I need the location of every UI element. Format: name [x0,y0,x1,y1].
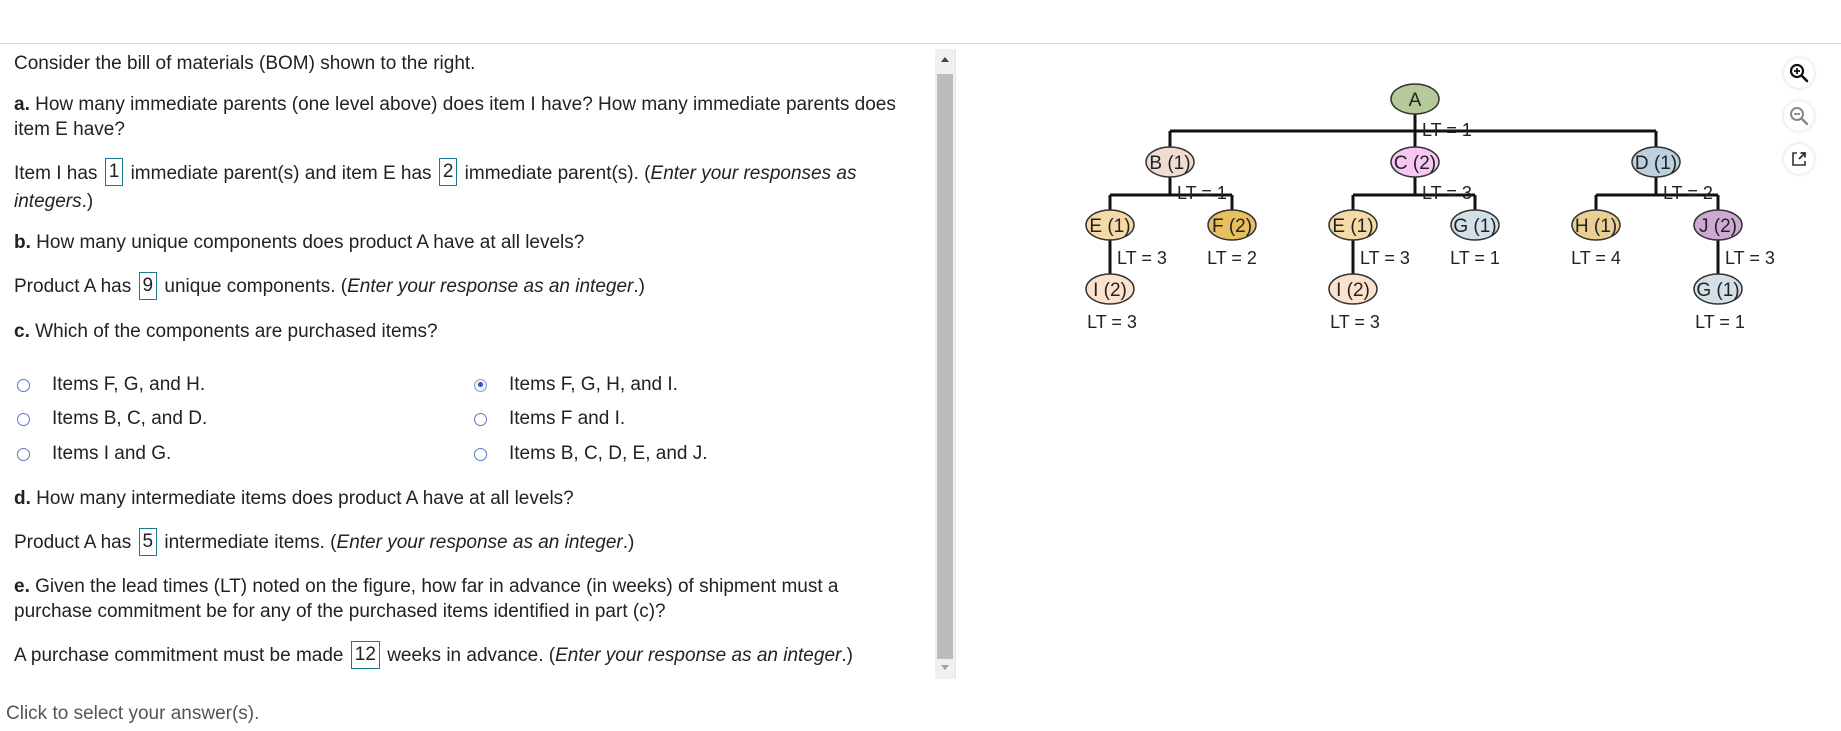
part-d-label: d. [14,488,31,509]
scroll-down-arrow-icon[interactable] [935,659,955,679]
radio-icon[interactable] [17,412,30,426]
bom-node-g-under-j: G (1) [1693,273,1743,305]
zoom-out-icon [1790,107,1809,126]
lt-label-j: LT = 3 [1725,248,1775,268]
radio-icon[interactable] [474,412,487,426]
svg-text:I (2): I (2) [1336,280,1370,301]
lt-label-c: LT = 3 [1422,183,1472,203]
option-f-g-h[interactable]: Items F, G, and H. [17,374,205,396]
zoom-in-button[interactable] [1784,58,1814,88]
bom-node-b: B (1) [1145,146,1195,178]
bom-diagram: A B (1) C (2) D (1) E (1) F (2) [1060,70,1780,360]
option-f-i[interactable]: Items F and I. [474,408,625,430]
item-i-parents-input[interactable]: 1 [104,158,124,186]
svg-text:A: A [1409,90,1422,111]
bom-node-j: J (2) [1693,209,1743,241]
part-e-answer: A purchase commitment must be made 12 we… [14,641,914,669]
lt-label-g-under-j: LT = 1 [1695,312,1745,332]
question-scrollbar[interactable] [935,49,956,679]
scrollbar-thumb[interactable] [937,74,953,659]
part-e-label: e. [14,576,30,597]
svg-text:E (1): E (1) [1332,216,1373,237]
part-c-prompt: c. Which of the components are purchased… [14,321,438,342]
part-d-prompt: d. How many intermediate items does prod… [14,488,574,509]
unique-components-input[interactable]: 9 [138,272,158,300]
svg-text:J (2): J (2) [1699,216,1737,237]
part-a-answer: Item I has 1 immediate parent(s) and ite… [14,158,914,216]
zoom-in-icon [1789,63,1809,83]
lt-label-b: LT = 1 [1177,183,1227,203]
option-b-c-d[interactable]: Items B, C, and D. [17,408,207,430]
option-i-g[interactable]: Items I and G. [17,443,171,465]
part-b-label: b. [14,232,31,253]
svg-text:I (2): I (2) [1093,280,1127,301]
purchase-weeks-input[interactable]: 12 [350,641,380,669]
intermediate-items-input[interactable]: 5 [138,528,158,556]
radio-icon[interactable] [17,378,30,392]
external-link-icon [1792,152,1806,166]
item-e-parents-input[interactable]: 2 [438,158,458,186]
scroll-up-arrow-icon[interactable] [935,49,955,73]
option-f-g-h-i[interactable]: Items F, G, H, and I. [474,374,678,396]
svg-text:F (2): F (2) [1212,216,1252,237]
top-divider [0,43,1841,44]
lt-label-d: LT = 2 [1663,183,1713,203]
svg-text:D (1): D (1) [1635,153,1677,174]
zoom-out-button[interactable] [1784,101,1814,131]
lt-label-e-right: LT = 3 [1360,248,1410,268]
bom-node-a: A [1390,83,1440,115]
intro-text: Consider the bill of materials (BOM) sho… [14,53,476,74]
svg-text:C (2): C (2) [1394,153,1436,174]
bom-node-f: F (2) [1207,209,1257,241]
svg-text:H (1): H (1) [1575,216,1617,237]
bom-node-h: H (1) [1571,209,1621,241]
bom-node-i-under-e-right: I (2) [1328,273,1378,305]
bom-node-e-under-b: E (1) [1085,209,1135,241]
part-e-prompt: e. Given the lead times (LT) noted on th… [14,576,839,622]
radio-selected-icon[interactable] [474,378,487,392]
popout-button[interactable] [1784,144,1814,174]
part-b-prompt: b. How many unique components does produ… [14,232,585,253]
part-c-label: c. [14,321,30,342]
select-answer-hint: Click to select your answer(s). [6,703,260,724]
svg-text:E (1): E (1) [1089,216,1130,237]
bom-node-e-under-c: E (1) [1328,209,1378,241]
bom-node-c: C (2) [1390,146,1440,178]
bom-node-i-under-e-left: I (2) [1085,273,1135,305]
bom-node-g-under-c: G (1) [1450,209,1500,241]
bom-node-d: D (1) [1631,146,1681,178]
lt-label-i-left: LT = 3 [1087,312,1137,332]
radio-icon[interactable] [17,447,30,461]
lt-label-e-left: LT = 3 [1117,248,1167,268]
radio-icon[interactable] [474,447,487,461]
part-a-prompt: a. How many immediate parents (one level… [14,94,896,140]
question-panel: Consider the bill of materials (BOM) sho… [0,48,935,678]
lt-label-g-under-c: LT = 1 [1450,248,1500,268]
svg-text:G (1): G (1) [1453,216,1496,237]
part-a-label: a. [14,94,30,115]
part-b-answer: Product A has 9 unique components. (Ente… [14,272,914,300]
svg-text:B (1): B (1) [1149,153,1190,174]
lt-label-h: LT = 4 [1571,248,1621,268]
lt-label-i-right: LT = 3 [1330,312,1380,332]
option-b-c-d-e-j[interactable]: Items B, C, D, E, and J. [474,443,708,465]
lt-label-f: LT = 2 [1207,248,1257,268]
lt-label-a: LT = 1 [1422,120,1472,140]
part-d-answer: Product A has 5 intermediate items. (Ent… [14,528,914,556]
svg-text:G (1): G (1) [1696,280,1739,301]
